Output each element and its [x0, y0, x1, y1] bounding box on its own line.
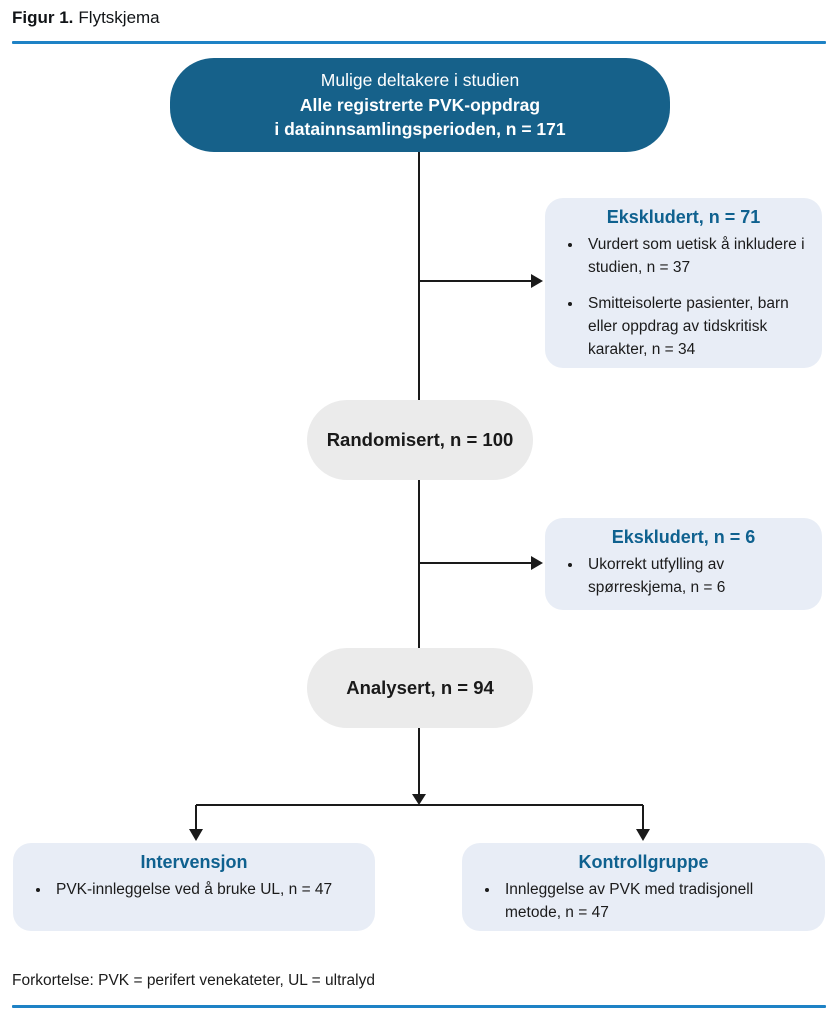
intervention-box: Intervensjon PVK-innleggelse ved å bruke… [13, 843, 375, 931]
control-box: Kontrollgruppe Innleggelse av PVK med tr… [462, 843, 825, 931]
intervention-list: PVK-innleggelse ved å bruke UL, n = 47 [27, 878, 361, 901]
enrollment-line-2: Alle registrerte PVK-oppdrag [299, 94, 541, 115]
randomized-box: Randomisert, n = 100 [307, 400, 533, 480]
figure-name: Flytskjema [78, 8, 160, 27]
arrowhead-control [636, 829, 650, 841]
excluded-box-1: Ekskludert, n = 71 Vurdert som uetisk å … [545, 198, 822, 368]
figure-number: Figur 1. [12, 8, 74, 27]
excluded-2-list: Ukorrekt utfylling av spørreskjema, n = … [559, 553, 808, 600]
excluded-box-2: Ekskludert, n = 6 Ukorrekt utfylling av … [545, 518, 822, 610]
excluded-1-list: Vurdert som uetisk å inkludere i studien… [559, 233, 808, 361]
intervention-item: PVK-innleggelse ved å bruke UL, n = 47 [51, 878, 361, 901]
enrollment-line-3: i datainnsamlingsperioden, n = 171 [274, 119, 566, 140]
abbreviation-note: Forkortelse: PVK = perifert venekateter,… [12, 972, 375, 989]
analyzed-box: Analysert, n = 94 [307, 648, 533, 728]
enrollment-line-1: Mulige deltakere i studien [320, 69, 520, 90]
arrowhead-split [412, 794, 426, 805]
excluded-1-item: Smitteisolerte pasienter, barn eller opp… [583, 292, 808, 362]
analyzed-label: Analysert, n = 94 [346, 677, 494, 698]
top-rule [12, 41, 826, 44]
arrowhead-intervention [189, 829, 203, 841]
excluded-2-heading: Ekskludert, n = 6 [611, 527, 756, 547]
enrollment-box: Mulige deltakere i studien Alle registre… [170, 58, 670, 152]
intervention-heading: Intervensjon [140, 852, 248, 872]
arrowhead-excluded-1 [531, 274, 543, 288]
control-list: Innleggelse av PVK med tradisjonell meto… [476, 878, 811, 925]
arrowhead-excluded-2 [531, 556, 543, 570]
bottom-rule [12, 1005, 826, 1008]
excluded-1-heading: Ekskludert, n = 71 [606, 207, 761, 227]
randomized-label: Randomisert, n = 100 [326, 429, 514, 450]
excluded-1-item: Vurdert som uetisk å inkludere i studien… [583, 233, 808, 280]
excluded-2-item: Ukorrekt utfylling av spørreskjema, n = … [583, 553, 808, 600]
control-item: Innleggelse av PVK med tradisjonell meto… [500, 878, 811, 925]
figure-caption: Figur 1.Flytskjema [12, 8, 160, 28]
control-heading: Kontrollgruppe [578, 852, 709, 872]
